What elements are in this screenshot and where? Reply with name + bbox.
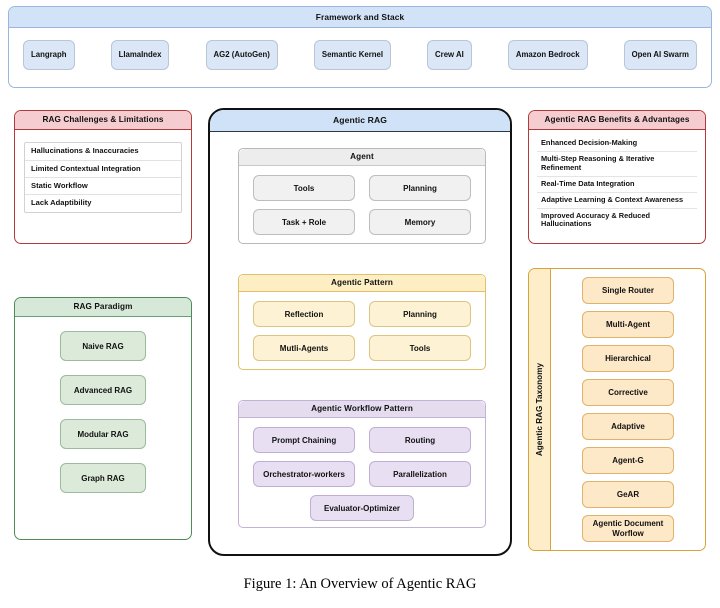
taxonomy-chip-agentic-document-workflow[interactable]: Agentic Document Worflow — [582, 515, 674, 542]
agentic-rag-panel: Agentic RAG Agent Tools Planning Task + … — [208, 108, 512, 556]
agentic-pattern-title: Agentic Pattern — [239, 275, 485, 293]
framework-chip-crew-ai[interactable]: Crew AI — [427, 40, 472, 71]
list-item: Hallucinations & Inaccuracies — [25, 143, 181, 161]
agentic-workflow-pattern-subpanel: Agentic Workflow Pattern Prompt Chaining… — [238, 400, 486, 528]
agentic-pattern-items-grid: Reflection Planning Mutli-Agents Tools — [239, 292, 485, 370]
pattern-chip-planning[interactable]: Planning — [369, 301, 471, 328]
framework-chip-open-ai-swarm[interactable]: Open AI Swarm — [623, 40, 697, 71]
agent-items-grid: Tools Planning Task + Role Memory — [239, 166, 485, 244]
list-item: Static Workflow — [25, 178, 181, 196]
workflow-final-row: Evaluator-Optimizer — [239, 487, 485, 522]
pattern-chip-reflection[interactable]: Reflection — [253, 301, 355, 328]
rag-challenges-panel: RAG Challenges & Limitations Hallucinati… — [14, 110, 192, 244]
workflow-chip-parallelization[interactable]: Parallelization — [369, 461, 471, 488]
paradigm-chip-advanced-rag[interactable]: Advanced RAG — [60, 375, 146, 406]
workflow-chip-routing[interactable]: Routing — [369, 427, 471, 454]
agent-title: Agent — [239, 149, 485, 167]
agentic-rag-taxonomy-title-text: Agentic RAG Taxonomy — [535, 362, 544, 457]
workflow-chip-orchestrator-workers[interactable]: Orchestrator-workers — [253, 461, 355, 488]
framework-chip-ag2-autogen[interactable]: AG2 (AutoGen) — [205, 40, 278, 71]
agentic-workflow-pattern-title: Agentic Workflow Pattern — [239, 401, 485, 419]
agentic-rag-taxonomy-panel: Agentic RAG Taxonomy Single Router Multi… — [528, 268, 706, 551]
agentic-rag-benefits-title: Agentic RAG Benefits & Advantages — [529, 111, 705, 131]
taxonomy-chip-adaptive[interactable]: Adaptive — [582, 413, 674, 440]
pattern-chip-tools[interactable]: Tools — [369, 335, 471, 362]
rag-paradigm-title: RAG Paradigm — [15, 298, 191, 318]
agentic-rag-taxonomy-title: Agentic RAG Taxonomy — [529, 269, 551, 550]
taxonomy-chip-agent-g[interactable]: Agent-G — [582, 447, 674, 474]
framework-chip-llamaindex[interactable]: LlamaIndex — [110, 40, 170, 71]
pattern-chip-multi-agents[interactable]: Mutli-Agents — [253, 335, 355, 362]
list-item: Multi-Step Reasoning & Iterative Refinem… — [537, 152, 697, 177]
list-item: Lack Adaptibility — [31, 198, 92, 208]
framework-and-stack-panel: Framework and Stack Langraph LlamaIndex … — [8, 6, 712, 88]
list-item: Limited Contextual Integration — [25, 161, 181, 178]
list-item: Real-Time Data Integration — [537, 177, 697, 193]
framework-chip-amazon-bedrock[interactable]: Amazon Bedrock — [507, 40, 588, 71]
list-item: Improved Accuracy & Reduced Hallucinatio… — [541, 210, 650, 229]
paradigm-chip-naive-rag[interactable]: Naive RAG — [60, 331, 146, 362]
taxonomy-chip-multi-agent[interactable]: Multi-Agent — [582, 311, 674, 338]
framework-chip-langraph[interactable]: Langraph — [23, 40, 75, 71]
paradigm-chip-modular-rag[interactable]: Modular RAG — [60, 419, 146, 450]
framework-chip-semantic-kernel[interactable]: Semantic Kernel — [313, 40, 391, 71]
workflow-chip-evaluator-optimizer[interactable]: Evaluator-Optimizer — [310, 495, 414, 522]
paradigm-chip-graph-rag[interactable]: Graph RAG — [60, 463, 146, 494]
agentic-pattern-subpanel: Agentic Pattern Reflection Planning Mutl… — [238, 274, 486, 370]
list-item: Adaptive Learning & Context Awareness — [537, 193, 697, 209]
agentic-workflow-items-grid: Prompt Chaining Routing Orchestrator-wor… — [239, 418, 485, 488]
agentic-rag-benefits-list: Enhanced Decision-Making Multi-Step Reas… — [537, 136, 697, 233]
agentic-rag-benefits-panel: Agentic RAG Benefits & Advantages Enhanc… — [528, 110, 706, 244]
agentic-rag-taxonomy-list: Single Router Multi-Agent Hierarchical C… — [551, 269, 705, 550]
taxonomy-chip-single-router[interactable]: Single Router — [582, 277, 674, 304]
agent-chip-task-role[interactable]: Task + Role — [253, 209, 355, 236]
figure-caption: Figure 1: An Overview of Agentic RAG — [243, 576, 477, 592]
taxonomy-chip-gear[interactable]: GeAR — [582, 481, 674, 508]
agentic-rag-title: Agentic RAG — [210, 110, 510, 132]
agent-chip-tools[interactable]: Tools — [253, 175, 355, 202]
rag-paradigm-list: Naive RAG Advanced RAG Modular RAG Graph… — [15, 317, 191, 494]
rag-challenges-list: Hallucinations & Inaccuracies Limited Co… — [24, 142, 182, 213]
taxonomy-chip-hierarchical[interactable]: Hierarchical — [582, 345, 674, 372]
workflow-chip-prompt-chaining[interactable]: Prompt Chaining — [253, 427, 355, 454]
list-item: Enhanced Decision-Making — [537, 136, 697, 153]
agent-chip-planning[interactable]: Planning — [369, 175, 471, 202]
taxonomy-chip-corrective[interactable]: Corrective — [582, 379, 674, 406]
framework-and-stack-title: Framework and Stack — [9, 7, 711, 29]
rag-challenges-title: RAG Challenges & Limitations — [15, 111, 191, 131]
framework-items-row: Langraph LlamaIndex AG2 (AutoGen) Semant… — [9, 28, 711, 82]
rag-paradigm-panel: RAG Paradigm Naive RAG Advanced RAG Modu… — [14, 297, 192, 540]
agent-chip-memory[interactable]: Memory — [369, 209, 471, 236]
agent-subpanel: Agent Tools Planning Task + Role Memory — [238, 148, 486, 244]
